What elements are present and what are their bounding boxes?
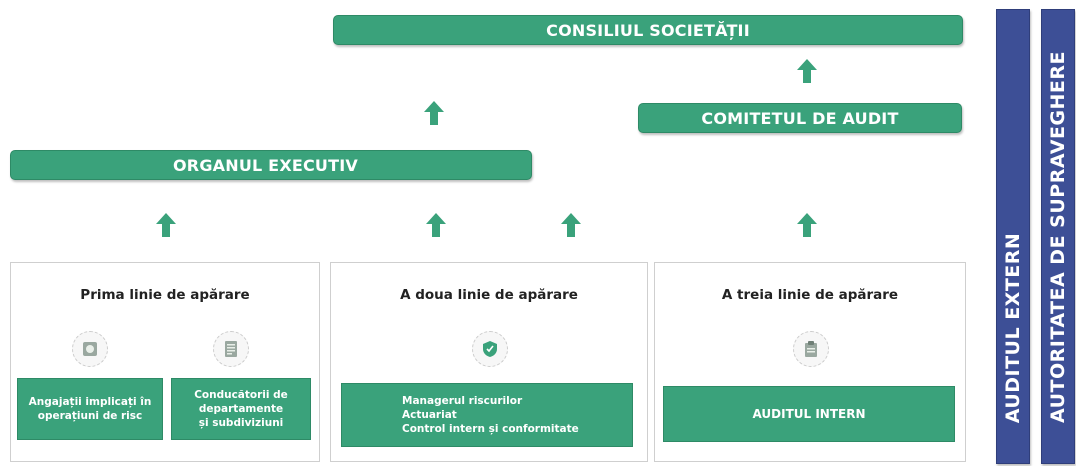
employees-line-1: Angajații implicați în [28, 395, 152, 408]
managers-line-3: și subdiviziuni [198, 417, 284, 430]
arrow-up-icon [156, 213, 176, 237]
arrow-up-icon [561, 213, 581, 237]
third-line-title: A treia linie de apărare [721, 287, 899, 303]
compliance-text: Control intern și conformitate [402, 423, 579, 436]
external-audit-label: AUDITUL EXTERN [1002, 232, 1024, 423]
first-line-panel: Prima linie de apărare Angajații implica… [10, 262, 320, 462]
board-label: CONSILIUL SOCIETĂȚII [546, 20, 750, 40]
managers-line-2: departamente [198, 402, 284, 415]
internal-audit-box: AUDITUL INTERN [663, 386, 955, 442]
risk-manager-text: Managerul riscurilor [402, 394, 523, 407]
supervisory-authority-label: AUTORITATEA DE SUPRAVEGHERE [1047, 50, 1069, 423]
audit-committee-label: COMITETUL DE AUDIT [701, 108, 899, 128]
first-line-title: Prima linie de apărare [80, 287, 250, 303]
internal-audit-label: AUDITUL INTERN [752, 406, 866, 421]
arrow-up-icon [424, 101, 444, 125]
managers-line-1: Conducătorii de [194, 388, 288, 401]
third-line-panel: A treia linie de apărare AUDITUL INTERN [654, 262, 966, 462]
shield-icon [472, 331, 508, 367]
managers-box: Conducătorii de departamente și subdiviz… [171, 378, 311, 440]
employees-line-2: operațiuni de risc [37, 410, 143, 422]
audit-committee-bar: COMITETUL DE AUDIT [638, 103, 962, 133]
supervisory-authority-bar: AUTORITATEA DE SUPRAVEGHERE [1041, 9, 1075, 464]
employees-box: Angajații implicați în operațiuni de ris… [17, 378, 163, 440]
document-icon [213, 331, 249, 367]
actuarial-text: Actuariat [402, 408, 457, 421]
second-line-panel: A doua linie de apărare Managerul riscur… [330, 262, 648, 462]
clipboard-icon [793, 331, 829, 367]
executive-bar: ORGANUL EXECUTIV [10, 150, 532, 180]
arrow-up-icon [797, 59, 817, 83]
arrow-up-icon [797, 213, 817, 237]
external-audit-bar: AUDITUL EXTERN [996, 9, 1030, 464]
risk-functions-box: Managerul riscurilor Actuariat Control i… [341, 383, 633, 447]
board-bar: CONSILIUL SOCIETĂȚII [333, 15, 963, 45]
second-line-title: A doua linie de apărare [400, 287, 578, 303]
executive-label: ORGANUL EXECUTIV [173, 155, 358, 175]
arrow-up-icon [426, 213, 446, 237]
worker-icon [72, 331, 108, 367]
